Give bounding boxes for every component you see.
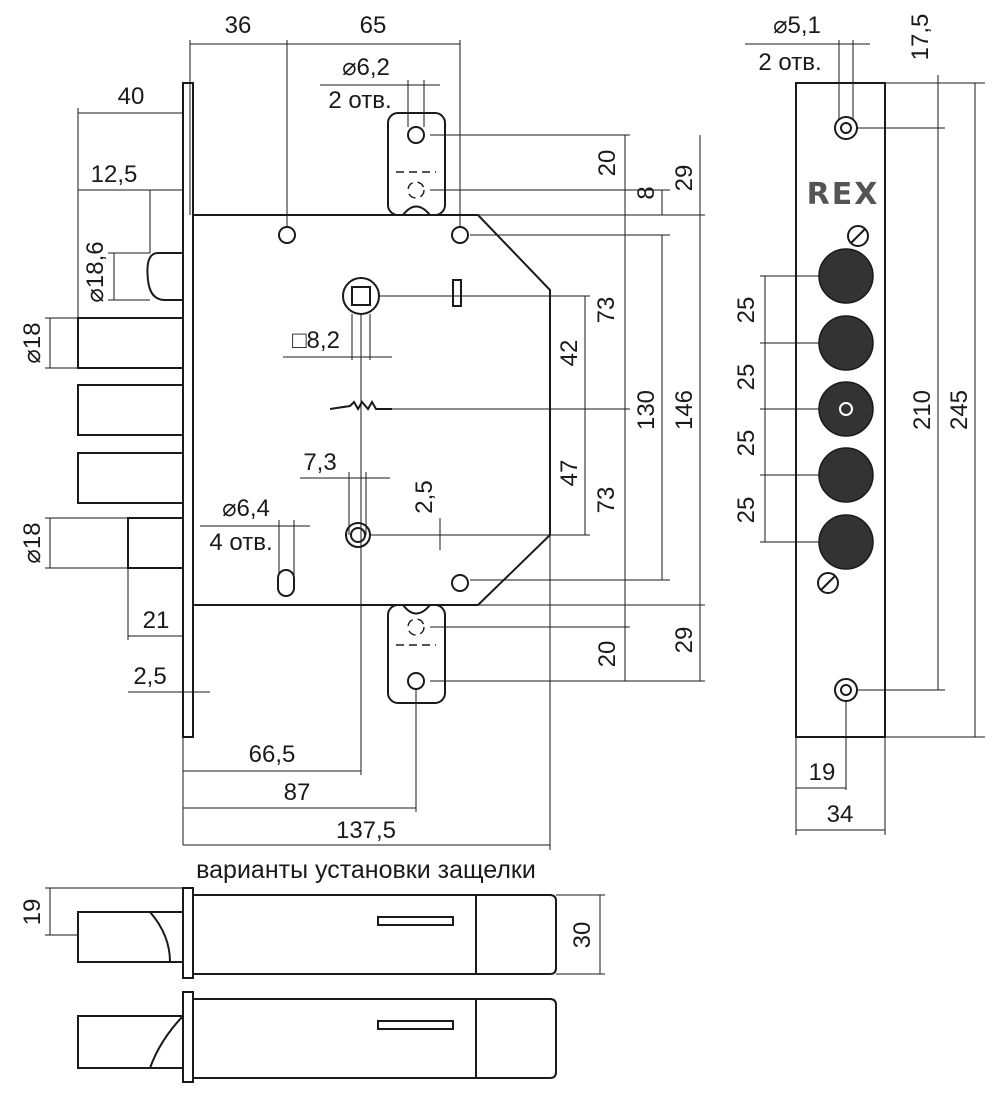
dim-8: 8	[633, 186, 660, 199]
mounting-tabs	[387, 112, 446, 704]
screw-top	[847, 225, 869, 247]
latch-variant-2	[77, 991, 557, 1083]
dim-87: 87	[284, 779, 311, 806]
latch-variant-1	[45, 887, 605, 979]
dim-29-b: 29	[671, 627, 698, 654]
dim-17-5: 17,5	[907, 14, 934, 61]
dim-73-b: 73	[593, 487, 620, 514]
dim-29-a: 29	[671, 165, 698, 192]
dim-4-holes: 4 отв.	[209, 529, 272, 556]
dim-plate-25-b: 25	[733, 364, 760, 391]
dim-7-3: 7,3	[303, 449, 336, 476]
lock-body	[182, 82, 551, 738]
dim-hole-64: ⌀6,4	[222, 495, 270, 522]
dim-245: 245	[946, 390, 973, 430]
bolt-hole-1	[818, 248, 874, 304]
brand-logo: REX	[807, 177, 880, 212]
dim-plate-34: 34	[827, 801, 854, 828]
dim-hole-62: ⌀6,2	[342, 54, 390, 81]
bolts	[77, 252, 184, 569]
dim-73-a: 73	[593, 297, 620, 324]
bolt-hole-3	[818, 381, 874, 437]
dim-plate-25-c: 25	[733, 430, 760, 457]
dim-2-5-small: 2,5	[411, 480, 438, 513]
dim-66-5: 66,5	[249, 741, 296, 768]
dim-146: 146	[671, 390, 698, 430]
dim-latch-30: 30	[569, 922, 596, 949]
dim-21: 21	[143, 607, 170, 634]
dim-47: 47	[556, 460, 583, 487]
dim-plate-25-d: 25	[733, 497, 760, 524]
dim-12-5: 12,5	[91, 161, 138, 188]
faceplate-dimension-lines	[745, 40, 985, 835]
dim-plate-19: 19	[809, 759, 836, 786]
screw-bottom	[817, 572, 839, 594]
dim-2-holes-b: 2 отв.	[758, 49, 821, 76]
bolt-hole-4	[818, 447, 874, 503]
dim-40: 40	[118, 83, 145, 110]
dim-18-6: ⌀18,6	[82, 241, 109, 302]
dim-5-1: ⌀5,1	[773, 12, 821, 39]
bolt-hole-5	[818, 514, 874, 570]
front-dimension-labels: 36 65 ⌀6,2 2 отв. 40 12,5 ⌀18,6 ⌀18 ⌀18 …	[19, 12, 698, 844]
dim-plate-25-a: 25	[733, 297, 760, 324]
dim-137-5: 137,5	[336, 817, 396, 844]
faceplate-side-view: REX	[795, 82, 886, 738]
dim-20-b: 20	[594, 641, 621, 668]
dim-latch-19: 19	[19, 899, 46, 926]
dim-65: 65	[360, 12, 387, 39]
dim-18-a: ⌀18	[19, 322, 46, 363]
dim-square-8-2: □8,2	[292, 327, 340, 354]
dim-2-5: 2,5	[133, 663, 166, 690]
dim-20-a: 20	[594, 150, 621, 177]
dim-18-b: ⌀18	[19, 522, 46, 563]
dim-2-holes-a: 2 отв.	[328, 87, 391, 114]
dim-36: 36	[225, 12, 252, 39]
dim-42: 42	[556, 340, 583, 367]
dim-130: 130	[633, 390, 660, 430]
faceplate-dimension-labels: ⌀5,1 2 отв. 17,5 25 25 25 25 210 245 19 …	[733, 12, 973, 828]
latch-variants-caption: варианты установки защелки	[196, 856, 536, 884]
dim-210: 210	[909, 390, 936, 430]
front-dimension-lines	[45, 40, 705, 850]
bolt-hole-2	[818, 315, 874, 371]
